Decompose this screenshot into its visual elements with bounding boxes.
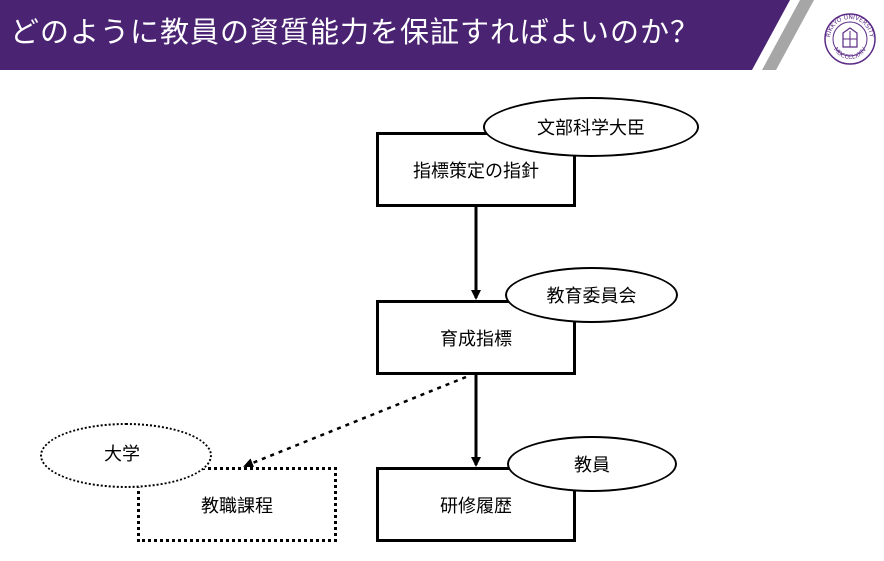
actor-teacher: 教員 — [507, 436, 677, 492]
actor-university-label: 大学 — [104, 443, 140, 465]
header-purple-band — [0, 0, 790, 70]
actor-board: 教育委員会 — [505, 267, 678, 323]
node-training-label: 研修履歴 — [440, 495, 512, 517]
actor-teacher-label: 教員 — [574, 455, 610, 476]
node-curriculum-label: 教職課程 — [201, 495, 273, 517]
header-band — [0, 0, 814, 70]
university-seal-icon: RIKKYO UNIVERSITY MDCCCLXXIV — [824, 13, 876, 65]
node-guideline-label: 指標策定の指針 — [413, 160, 539, 182]
node-indicator-label: 育成指標 — [440, 328, 512, 350]
flow-diagram: 指標策定の指針 文部科学大臣 育成指標 教育委員会 研修履歴 教員 教職課程 大… — [0, 70, 884, 561]
actor-university: 大学 — [40, 423, 212, 488]
actor-minister-label: 文部科学大臣 — [537, 118, 645, 139]
actor-board-label: 教育委員会 — [546, 286, 637, 307]
diagram-connectors — [243, 206, 481, 468]
actor-minister: 文部科学大臣 — [483, 97, 699, 157]
slide-header: どのように教員の資質能力を保証すればよいのか？ RIKKYO UNIVERSIT… — [0, 0, 884, 70]
slide-title: どのように教員の資質能力を保証すればよいのか？ — [10, 15, 701, 49]
arrow-indicator-to-curriculum — [243, 375, 467, 468]
header-accent-stripe — [762, 0, 814, 70]
